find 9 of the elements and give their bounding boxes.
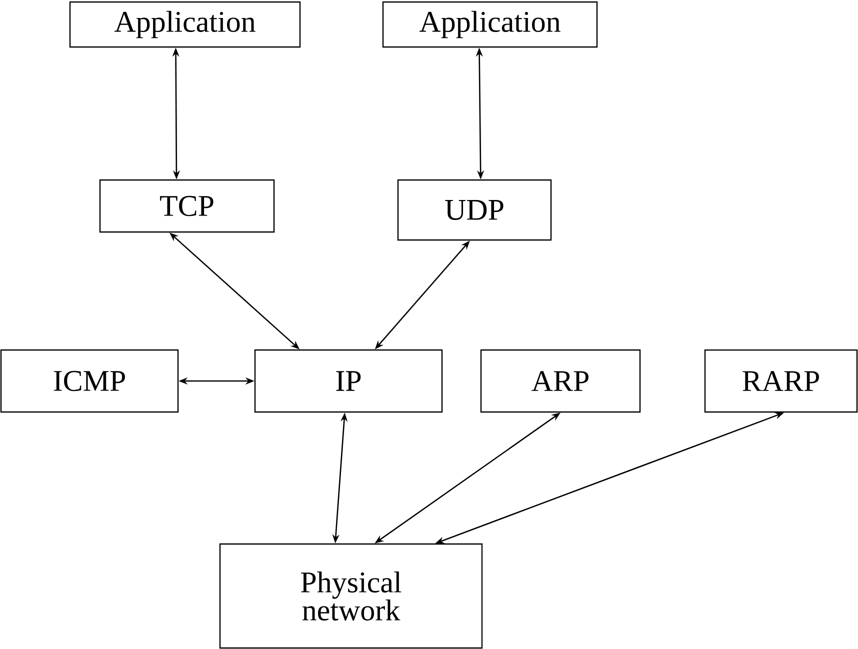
- process-box: ARP: [480, 349, 641, 413]
- process-box: IP: [254, 349, 443, 413]
- process-box: TCP: [99, 179, 275, 233]
- process-box: Physical network: [219, 543, 483, 649]
- process-box: UDP: [397, 179, 552, 241]
- process-box: ICMP: [0, 349, 179, 413]
- process-box: Application: [382, 1, 598, 48]
- process-box: Application: [69, 1, 301, 48]
- process-box: RARP: [704, 349, 858, 413]
